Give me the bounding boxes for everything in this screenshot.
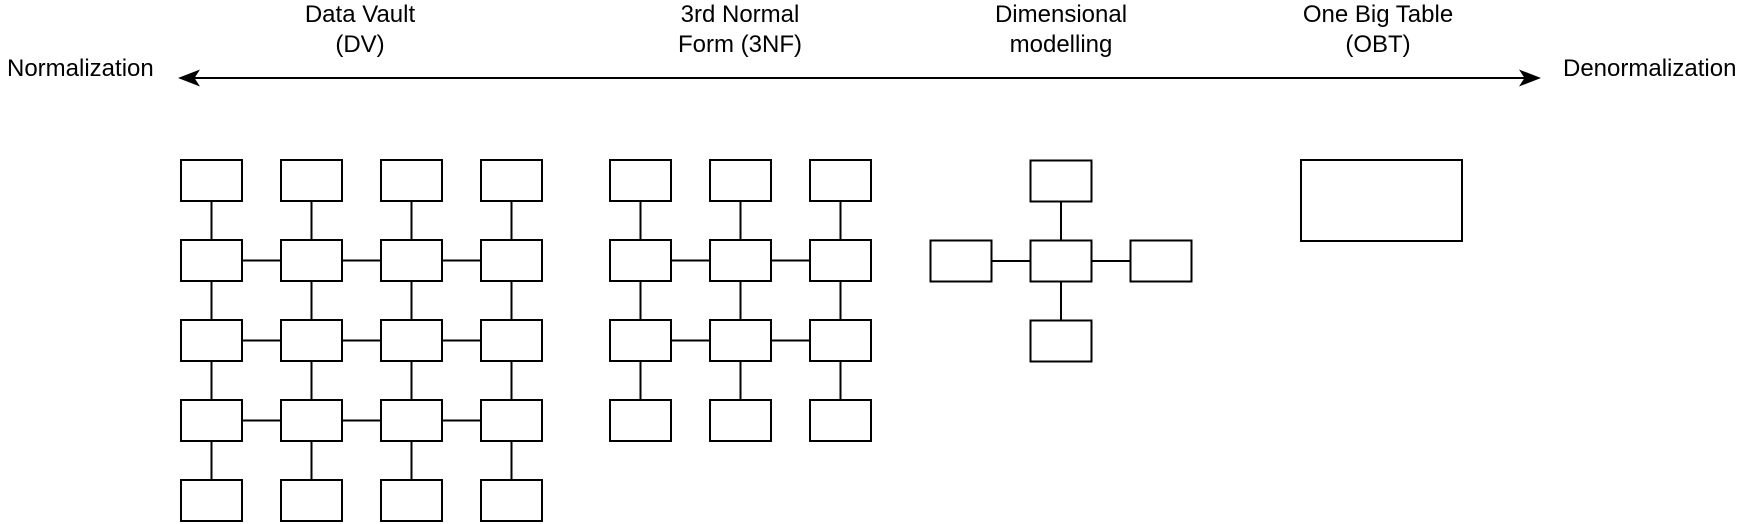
data-vault-schema-table-box bbox=[380, 319, 443, 362]
third-normal-form-schema-table-box bbox=[809, 159, 872, 202]
third-normal-form-schema-table-box bbox=[709, 159, 772, 202]
data-vault-schema-table-box bbox=[480, 159, 543, 202]
data-vault-schema-table-box bbox=[180, 479, 243, 522]
label-line: Dimensional bbox=[994, 1, 1128, 28]
third-normal-form-schema-table-box bbox=[709, 399, 772, 442]
label-third-normal-form: 3rd Normal Form (3NF) bbox=[678, 0, 802, 60]
data-vault-schema-table-box bbox=[180, 239, 243, 282]
label-line: Data Vault bbox=[304, 1, 416, 28]
third-normal-form-schema-table-box bbox=[809, 239, 872, 282]
dimensional-schema-dim-box bbox=[1029, 159, 1093, 203]
data-vault-schema-table-box bbox=[280, 319, 343, 362]
data-vault-schema-table-box bbox=[280, 479, 343, 522]
normalization-label: Normalization bbox=[7, 55, 154, 82]
third-normal-form-schema-table-box bbox=[709, 319, 772, 362]
data-vault-schema-table-box bbox=[480, 239, 543, 282]
label-line: 3rd Normal bbox=[680, 1, 800, 28]
dimensional-schema-dim-box bbox=[1029, 319, 1093, 363]
data-vault-schema-table-box bbox=[180, 319, 243, 362]
third-normal-form-schema-table-box bbox=[809, 399, 872, 442]
data-vault-schema-table-box bbox=[380, 239, 443, 282]
third-normal-form-schema-table-box bbox=[609, 159, 672, 202]
data-vault-schema-table-box bbox=[180, 399, 243, 442]
data-vault-schema-table-box bbox=[280, 239, 343, 282]
label-line: (DV) bbox=[335, 31, 385, 58]
data-vault-schema-table-box bbox=[380, 159, 443, 202]
denormalization-label: Denormalization bbox=[1563, 55, 1737, 82]
third-normal-form-schema-table-box bbox=[609, 399, 672, 442]
dimensional-schema-fact-box bbox=[1029, 239, 1093, 283]
label-line: Form (3NF) bbox=[678, 31, 802, 58]
label-line: One Big Table bbox=[1302, 1, 1454, 28]
label-one-big-table: One Big Table (OBT) bbox=[1303, 0, 1453, 60]
data-vault-schema-table-box bbox=[480, 479, 543, 522]
data-vault-schema-table-box bbox=[480, 319, 543, 362]
third-normal-form-schema-table-box bbox=[609, 319, 672, 362]
third-normal-form-schema-table-box bbox=[809, 319, 872, 362]
third-normal-form-schema-table-box bbox=[609, 239, 672, 282]
data-vault-schema-table-box bbox=[180, 159, 243, 202]
data-vault-schema-table-box bbox=[280, 159, 343, 202]
data-vault-schema-table-box bbox=[380, 479, 443, 522]
dimensional-schema-dim-box bbox=[1129, 239, 1193, 283]
axis-arrowhead-left bbox=[178, 69, 200, 87]
label-data-vault: Data Vault (DV) bbox=[305, 0, 415, 60]
data-vault-schema-table-box bbox=[380, 399, 443, 442]
label-line: (OBT) bbox=[1345, 31, 1411, 58]
label-line: modelling bbox=[1009, 31, 1113, 58]
one-big-table-schema-box bbox=[1300, 159, 1463, 242]
dimensional-schema-dim-box bbox=[929, 239, 993, 283]
data-vault-schema-table-box bbox=[480, 399, 543, 442]
axis-arrowhead-right bbox=[1519, 69, 1541, 87]
label-dimensional-modelling: Dimensional modelling bbox=[995, 0, 1127, 60]
third-normal-form-schema-table-box bbox=[709, 239, 772, 282]
data-vault-schema-table-box bbox=[280, 399, 343, 442]
